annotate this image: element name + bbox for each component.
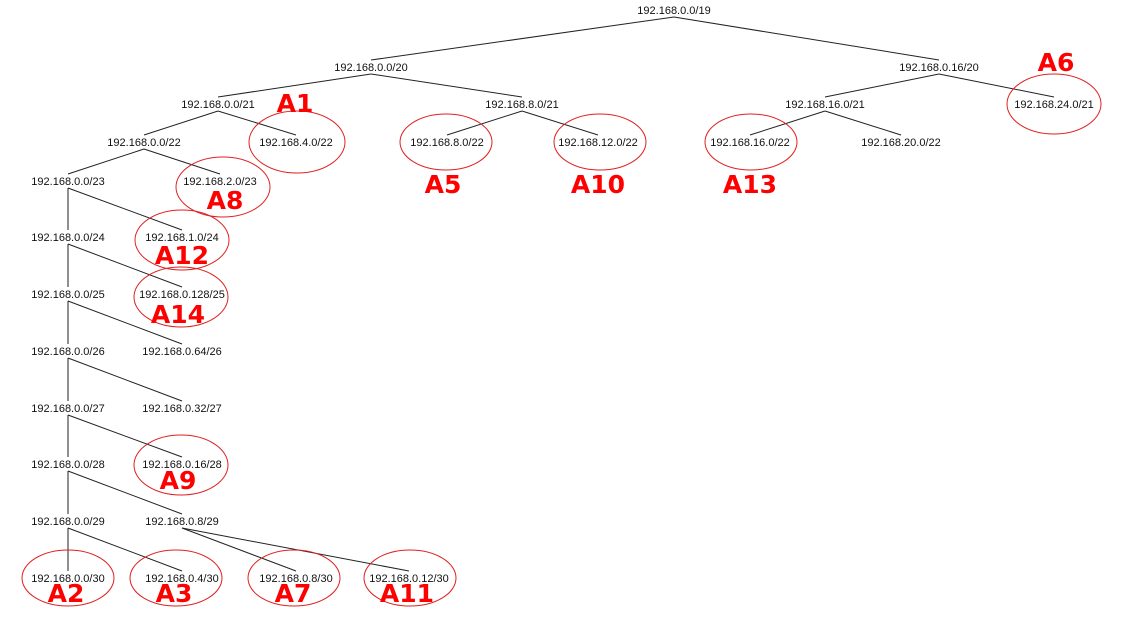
subnet-node-label: 192.168.0.0/20 [334,62,407,74]
subnet-node-label: 192.168.16.0/22 [710,137,790,149]
subnet-node-label: 192.168.1.0/24 [145,232,218,244]
assignment-circle [704,113,798,171]
subnet-node-label: 192.168.20.0/22 [861,137,941,149]
assignment-circle [129,549,223,607]
assignment-circle [247,549,341,607]
subnet-node-label: 192.168.0.32/27 [142,403,222,415]
assignment-tag: A6 [1038,48,1075,77]
assignment-tag: A13 [723,170,777,199]
assignment-circle [21,549,115,607]
subnet-node-label: 192.168.0.0/30 [31,573,104,585]
tree-edge [938,73,1055,98]
tree-edge [749,110,826,136]
assignment-circle [133,266,229,328]
assignment-tag: A12 [155,241,209,270]
subnet-node-label: 192.168.12.0/22 [558,137,638,149]
tree-edge [67,300,183,345]
subnet-node-label: 192.168.24.0/21 [1014,99,1094,111]
tree-edge [370,73,523,98]
subnet-node-label: 192.168.16.0/21 [785,99,865,111]
subnet-node-label: 192.168.0.0/27 [31,403,104,415]
tree-edge [521,110,599,136]
subnet-node-label: 192.168.0.8/29 [145,516,218,528]
tree-edge [824,73,940,98]
tree-edge [67,414,183,458]
assignment-tag: A7 [275,579,312,608]
subnet-node-label: 192.168.0.16/28 [142,459,222,471]
assignment-tag: A14 [151,300,205,329]
tree-edge [143,148,221,175]
tree-edge [67,470,183,515]
edges-layer [67,16,1055,572]
tree-edge [67,187,183,231]
tree-edge [673,16,940,61]
subnet-node-label: 192.168.0.0/26 [31,346,104,358]
subnet-node-label: 192.168.0.0/23 [31,176,104,188]
subnet-node-label: 192.168.0.0/29 [31,516,104,528]
subnet-node-label: 192.168.0.0/28 [31,459,104,471]
tree-edge [217,110,297,136]
assignment-circle [248,110,346,174]
subnet-node-label: 192.168.0.0/25 [31,289,104,301]
subnet-node-label: 192.168.8.0/22 [410,137,483,149]
assignment-circle [134,209,230,271]
subnet-node-label: 192.168.0.0/24 [31,232,104,244]
assignment-tag: A8 [207,186,244,215]
assignment-tag: A9 [160,466,197,495]
subnet-node-label: 192.168.0.4/30 [145,573,218,585]
tree-edge [67,148,145,175]
subnet-node-label: 192.168.0.0/19 [637,5,710,17]
tree-edge [446,110,523,136]
tree-edge [181,527,410,572]
tree-edge [370,16,675,61]
tree-edge [67,527,183,572]
tree-edge [181,527,297,572]
subnet-node-label: 192.168.2.0/23 [183,176,256,188]
tree-edge [67,243,183,288]
assignment-tag: A1 [277,89,314,118]
assignment-circle [1006,73,1102,135]
tree-edge [824,110,902,136]
assignment-tag: A5 [425,170,462,199]
assignment-tag: A10 [571,170,625,199]
tree-edge [143,110,219,136]
assignment-circle [363,549,457,607]
node-labels-layer: 192.168.0.0/19 192.168.0.0/20 192.168.0.16… [31,5,1093,585]
subnet-node-label: 192.168.0.128/25 [139,289,225,301]
assignment-circle [175,156,271,218]
assignment-circle [399,113,493,171]
subnet-node-label: 192.168.0.16/20 [899,62,979,74]
subnet-node-label: 192.168.0.0/21 [181,99,254,111]
subnet-node-label: 192.168.4.0/22 [259,137,332,149]
tree-edge [217,73,372,98]
assignment-tag: A11 [380,579,434,608]
assignment-circle [553,113,647,171]
assignment-tag: A2 [48,579,85,608]
subnet-node-label: 192.168.0.8/30 [259,573,332,585]
subnet-node-label: 192.168.0.64/26 [142,346,222,358]
subnet-node-label: 192.168.8.0/21 [485,99,558,111]
highlight-circles-layer [21,73,1102,607]
subnet-node-label: 192.168.0.0/22 [107,137,180,149]
assignment-circle [133,434,229,496]
subnet-node-label: 192.168.0.12/30 [369,573,449,585]
assignment-tag: A3 [156,579,193,608]
tree-edge [67,357,183,402]
